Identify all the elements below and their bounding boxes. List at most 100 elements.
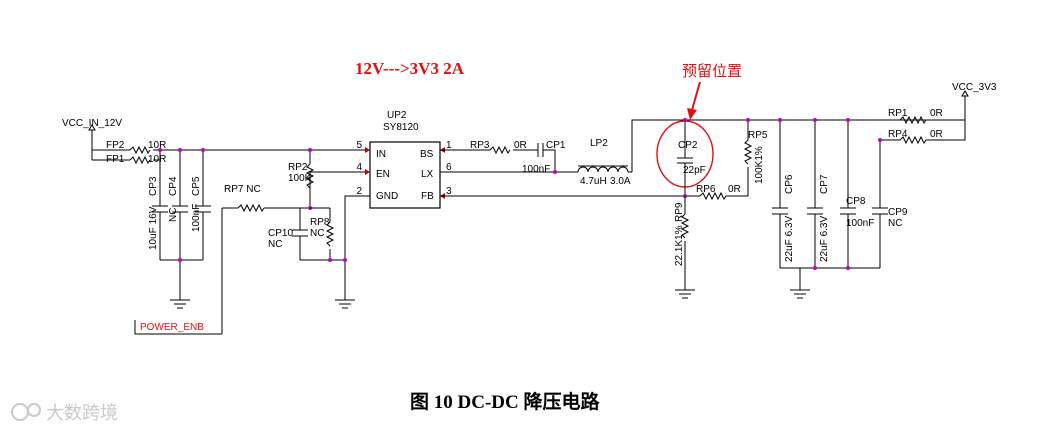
ground-icon-1 — [170, 299, 190, 309]
en-wire — [309, 171, 370, 208]
fp2-ref: FP2 — [106, 140, 125, 151]
junction-dot — [178, 258, 182, 262]
junction-dot — [846, 118, 850, 122]
rp5-resistor — [743, 139, 753, 165]
rp2-resistor — [305, 163, 315, 189]
ic-pin-name-fb: FB — [421, 191, 434, 202]
lp2-val2: 3.0A — [610, 176, 631, 187]
rp1-val: 0R — [930, 108, 943, 119]
fp1-val: 10R — [148, 154, 166, 165]
cp3-val: 10uF 16V — [148, 206, 159, 250]
pin-arrow-icon — [365, 147, 370, 153]
rp7-resistor — [237, 203, 265, 213]
note-arrow — [691, 81, 701, 111]
cp5-val: 100nF — [191, 204, 202, 232]
cp9-val: NC — [888, 218, 902, 229]
rp4-resistor — [899, 135, 927, 145]
ic-pin-name-lx: LX — [421, 169, 434, 180]
cp9-capacitor — [872, 140, 888, 268]
junction-dot — [343, 258, 347, 262]
ic-gnd-wire — [344, 195, 370, 300]
cp10-capacitor — [292, 208, 308, 260]
lp2-ref: LP2 — [590, 138, 608, 149]
ic-pin-num-in: 5 — [356, 140, 362, 151]
cp7-ref: CP7 — [819, 174, 830, 194]
ic-pin-num-bs: 1 — [446, 140, 452, 151]
junction-dot — [178, 148, 182, 152]
cp10-ref: CP10 — [268, 228, 293, 239]
rp8-resistor — [325, 221, 335, 247]
ic-pin-num-lx: 6 — [446, 162, 452, 173]
rp1-resistor — [899, 115, 927, 125]
cp6-val: 22uF 6.3V — [784, 216, 795, 262]
rp3-val: 0R — [514, 140, 527, 151]
enable-net-label: POWER_ENB — [140, 322, 204, 333]
vout-rail — [631, 119, 965, 172]
watermark-text: 大数跨境 — [46, 403, 118, 424]
watermark-logo-icon — [11, 403, 41, 421]
figure-caption: 图 10 DC-DC 降压电路 — [410, 390, 600, 413]
junction-dot — [813, 118, 817, 122]
fp1-ref: FP1 — [106, 154, 125, 165]
ic-pin-name-in: IN — [376, 149, 386, 160]
rp7-ref: RP7 NC — [224, 184, 261, 195]
ic-ref: UP2 — [387, 110, 407, 121]
enable-net-wire — [134, 320, 222, 335]
junction-dot — [328, 258, 332, 262]
cp1-ref: CP1 — [546, 140, 566, 151]
rp5-val: 100K1% — [754, 146, 765, 184]
note-arrow-head — [687, 108, 697, 120]
rp6-ref: RP6 — [696, 184, 716, 195]
junction-dot — [308, 148, 312, 152]
cp6-ref: CP6 — [784, 174, 795, 194]
ground-icon-3 — [675, 289, 695, 299]
cp2-ref: CP2 — [678, 140, 698, 151]
cp3-ref: CP3 — [148, 176, 159, 196]
rp9-ref: RP9 — [674, 202, 685, 222]
schematic-title: 12V--->3V3 2A — [355, 59, 465, 78]
ic-pin-name-en: EN — [376, 169, 390, 180]
lp2-val: 4.7uH — [580, 176, 607, 187]
rp9-resistor — [680, 213, 690, 239]
junction-dot — [683, 118, 687, 122]
pin-arrow-icon — [365, 169, 370, 175]
rp8-ref: RP8 — [310, 217, 330, 228]
cp10-val: NC — [268, 239, 282, 250]
vout-net-label: VCC_3V3 — [952, 82, 997, 93]
junction-dot — [746, 118, 750, 122]
cp7-capacitor — [807, 120, 823, 268]
ic-body — [369, 141, 441, 209]
cp8-ref: CP8 — [846, 196, 866, 207]
ic-pin-num-gnd: 2 — [356, 186, 362, 197]
rp4-ref: RP4 — [888, 129, 908, 140]
ic-pin-num-fb: 3 — [446, 186, 452, 197]
cp9-ref: CP9 — [888, 207, 908, 218]
rp3-resistor — [489, 145, 511, 155]
cp5-capacitor — [195, 150, 211, 260]
rp6-resistor — [699, 191, 727, 201]
fp2-val: 10R — [148, 140, 166, 151]
cp8-capacitor — [840, 120, 856, 268]
junction-dot — [878, 138, 882, 142]
cp7-val: 22uF 6.3V — [819, 216, 830, 262]
vout-port-wire — [926, 96, 966, 141]
fp2-resistor — [129, 145, 151, 155]
junction-dot — [201, 148, 205, 152]
cp1-val: 100nF — [522, 164, 550, 175]
rp2-val: 100K — [288, 173, 312, 184]
rp5-ref: RP5 — [748, 130, 768, 141]
ic-pin-num-en: 4 — [356, 162, 362, 173]
cp6-capacitor — [772, 120, 788, 268]
rp9-val: 22.1K1% — [674, 225, 685, 266]
vout-port-icon — [961, 90, 969, 97]
rp2-ref: RP2 — [288, 162, 308, 173]
ground-icon-2 — [335, 299, 355, 309]
vin-net-label: VCC_IN_12V — [62, 118, 122, 129]
junction-dot — [778, 118, 782, 122]
cp4-ref: CP4 — [168, 176, 179, 196]
ic-pin-name-bs: BS — [420, 149, 434, 160]
rp4-val: 0R — [930, 129, 943, 140]
cp2-capacitor — [677, 120, 693, 196]
rp6-val: 0R — [728, 184, 741, 195]
